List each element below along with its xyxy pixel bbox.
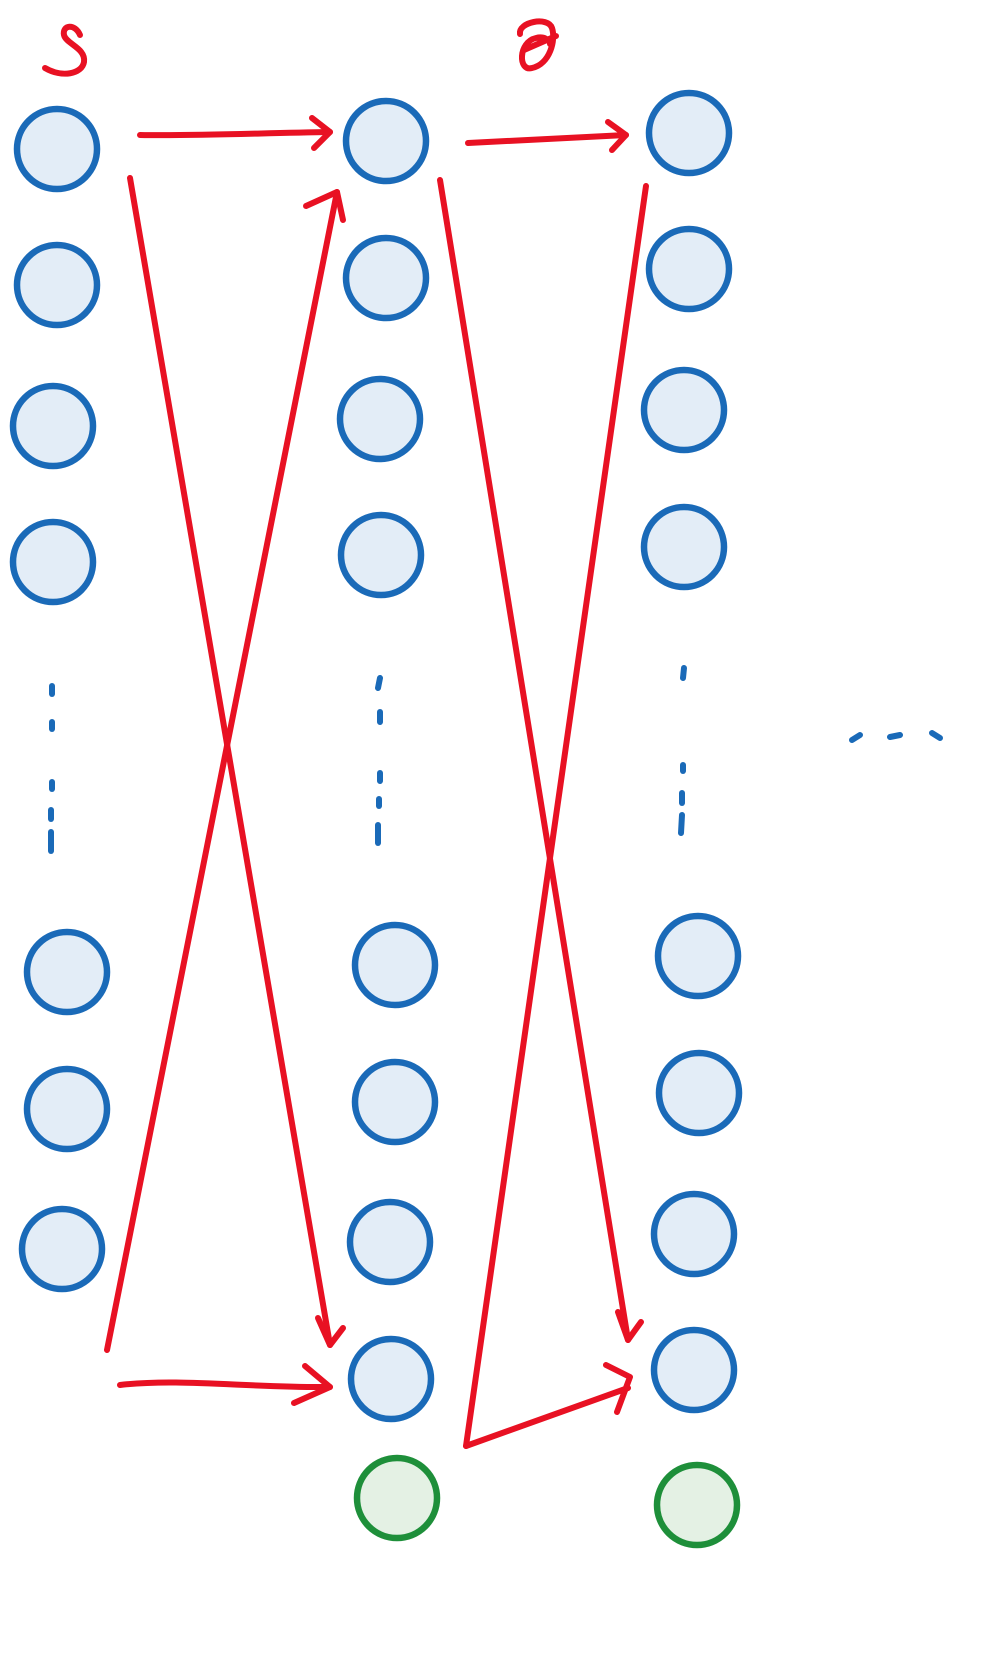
hidden-node-3 [336, 375, 424, 463]
output-ellipsis [678, 665, 687, 836]
output-node-5 [654, 912, 742, 1000]
hidden-ellipsis [375, 675, 383, 846]
hidden-node-8 [347, 1335, 435, 1423]
output-node-4 [640, 503, 728, 591]
continuation-dot-2 [887, 732, 903, 740]
output-node-6 [655, 1049, 743, 1137]
input-node-4 [9, 518, 97, 606]
label-s-glyph [42, 23, 88, 77]
continuation-dot-3 [929, 730, 943, 741]
output-node-3 [640, 366, 728, 454]
arrow-input-bottom-to-hidden-top [104, 189, 346, 1353]
output-node-2 [645, 225, 733, 313]
hidden-node-7 [346, 1198, 434, 1286]
hidden-node-6 [351, 1058, 439, 1146]
hidden-node-5 [351, 921, 439, 1009]
label-theta [517, 18, 559, 72]
arrow-input-top-to-hidden-top [137, 115, 333, 151]
output-node-1 [645, 89, 733, 177]
output-bias-node [653, 1461, 741, 1549]
ellipses [48, 665, 687, 854]
output-node-7 [650, 1190, 738, 1278]
hidden-node-4 [337, 511, 425, 599]
hidden-node-2 [342, 234, 430, 322]
label-theta-glyph [517, 18, 559, 72]
arrow-hidden-top-to-output-top [465, 119, 629, 153]
input-node-3 [9, 382, 97, 470]
connections [104, 115, 649, 1449]
hidden-bias-node [353, 1454, 441, 1542]
label-s [42, 23, 88, 77]
output-node-8 [650, 1326, 738, 1414]
input-node-2 [13, 241, 101, 329]
arrow-input-bottom-to-hidden-last [117, 1363, 333, 1406]
arrow-bias-to-output-last [463, 1362, 633, 1449]
hidden-node-1 [342, 97, 430, 185]
nodes [9, 89, 743, 1549]
input-node-5 [23, 928, 111, 1016]
input-node-1 [13, 105, 101, 193]
input-node-6 [23, 1065, 111, 1153]
continuation-dot-1 [849, 732, 863, 743]
input-node-7 [18, 1205, 106, 1293]
arrow-hidden-top-to-output-last [437, 177, 644, 1343]
continuation-ellipsis [849, 730, 943, 743]
arrow-bias-to-output-top [463, 183, 649, 1449]
input-ellipsis [48, 683, 55, 854]
arrow-input-top-to-hidden-last [127, 175, 346, 1348]
